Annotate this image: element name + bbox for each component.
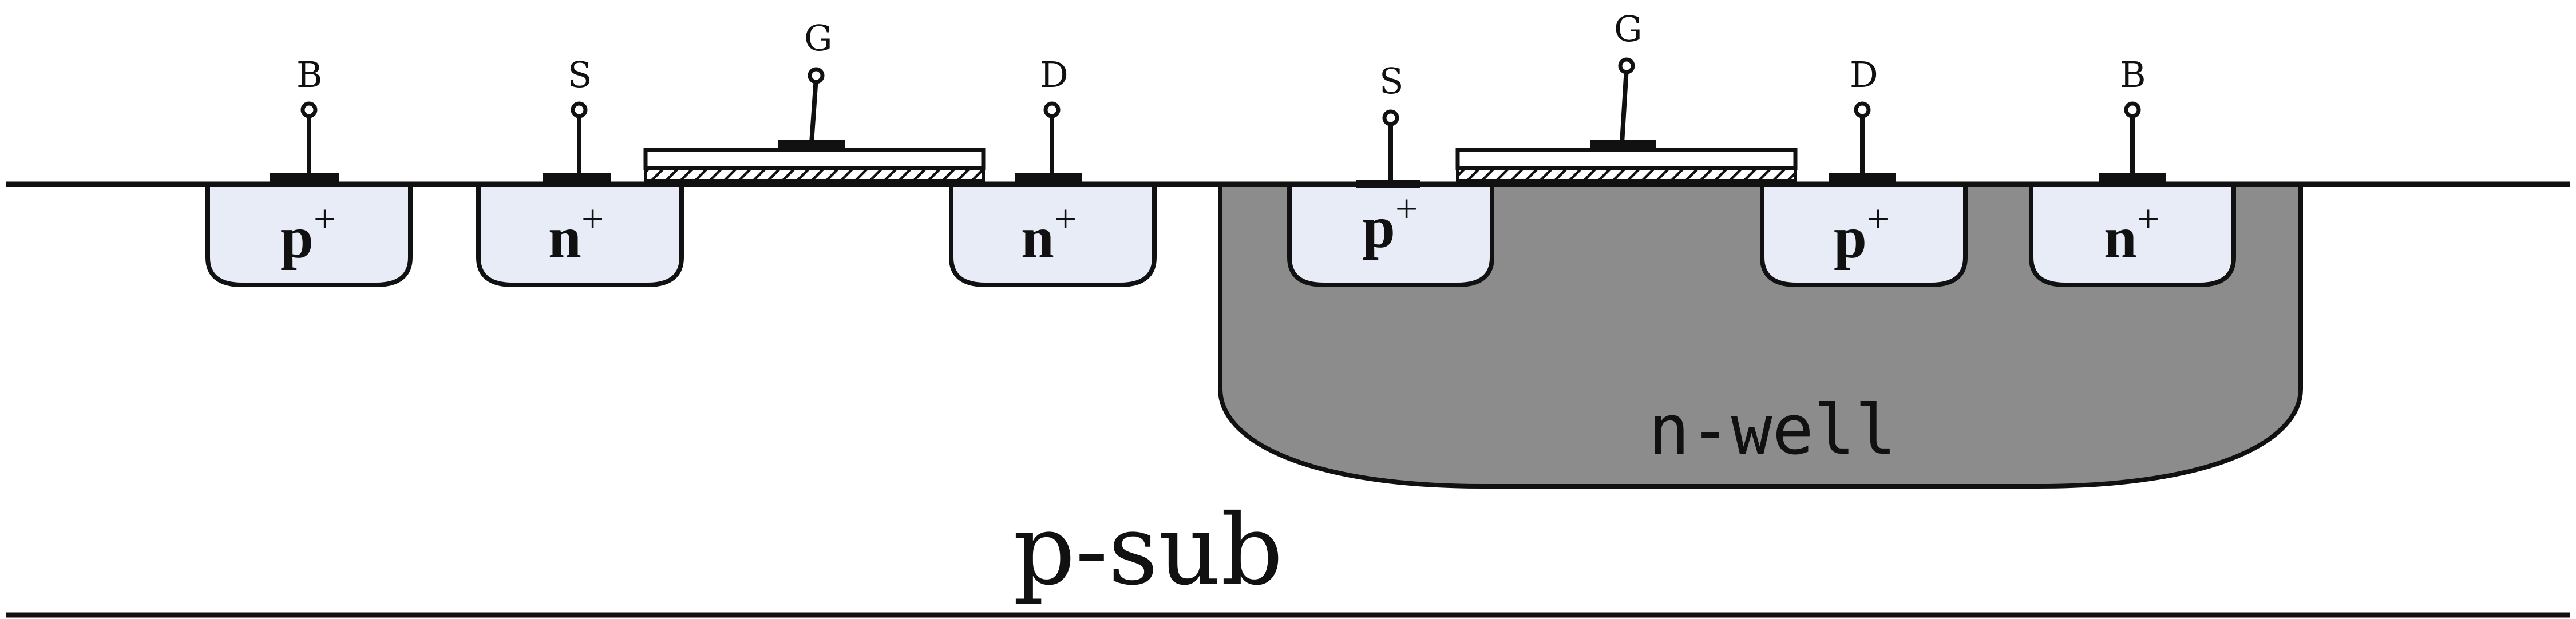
pmos-body-terminal-node [2124,101,2141,118]
nmos-gate-terminal-label: G [804,17,833,59]
nmos-body-p-plus-region [205,182,413,287]
nmos-gate-terminal-node [808,67,825,84]
pmos-gate-terminal-node [1618,57,1635,74]
pmos-body-terminal-label: B [2120,54,2146,96]
pmos-source-contact [1356,180,1420,188]
n-well-label: n-well [1648,391,1896,470]
nmos-gate-electrode [643,148,986,170]
pmos-source-p-plus-region [1287,182,1494,287]
nmos-gate-wire [809,77,818,144]
nmos-drain-n-plus-region [949,182,1157,287]
pmos-gate-contact [1590,140,1656,149]
nmos-body-doping-label: p+ [280,197,336,271]
pmos-drain-terminal-node [1854,101,1871,118]
nmos-drain-doping-label: n+ [1021,197,1077,271]
p-sub-label: p-sub [1013,494,1283,607]
nmos-drain-terminal-label: D [1040,54,1069,96]
pmos-gate-wire [1620,67,1629,144]
nmos-drain-contact [1015,173,1082,182]
nmos-drain-terminal-node [1043,101,1061,118]
nmos-source-n-plus-region [476,182,684,287]
nmos-source-contact [543,173,611,182]
nmos-source-terminal-node [571,101,588,118]
nmos-body-terminal-label: B [296,54,323,96]
pmos-source-terminal-label: S [1379,60,1403,102]
nmos-body-terminal-node [300,101,318,118]
pmos-body-n-plus-region [2029,182,2236,287]
pmos-drain-contact [1829,173,1896,182]
pmos-source-terminal-node [1382,109,1399,126]
pmos-body-contact [2099,173,2166,182]
pmos-gate-terminal-label: G [1614,8,1643,50]
nmos-source-doping-label: n+ [548,197,604,271]
pmos-drain-doping-label: p+ [1834,197,1889,271]
pmos-body-doping-label: n+ [2104,197,2159,271]
pmos-drain-terminal-label: D [1850,54,1878,96]
pmos-drain-p-plus-region [1760,182,1968,287]
pmos-source-doping-label: p+ [1362,187,1418,260]
pmos-gate-electrode [1455,148,1798,170]
nmos-source-terminal-label: S [568,54,592,96]
nmos-gate-contact [778,140,845,149]
nmos-body-contact [270,173,339,182]
